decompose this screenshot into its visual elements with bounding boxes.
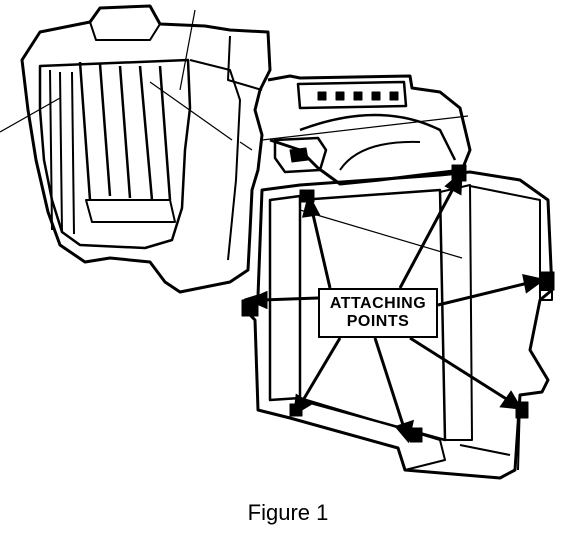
callout-line-1: ATTACHING: [329, 295, 427, 312]
attaching-points-callout: ATTACHING POINTS: [318, 288, 438, 338]
blower-housing: [20, 4, 272, 294]
callout-line-2: POINTS: [346, 313, 410, 330]
plenum-duct: [267, 74, 472, 186]
figure-caption: Figure 1: [247, 500, 329, 525]
heater-core-housing: [243, 170, 554, 480]
